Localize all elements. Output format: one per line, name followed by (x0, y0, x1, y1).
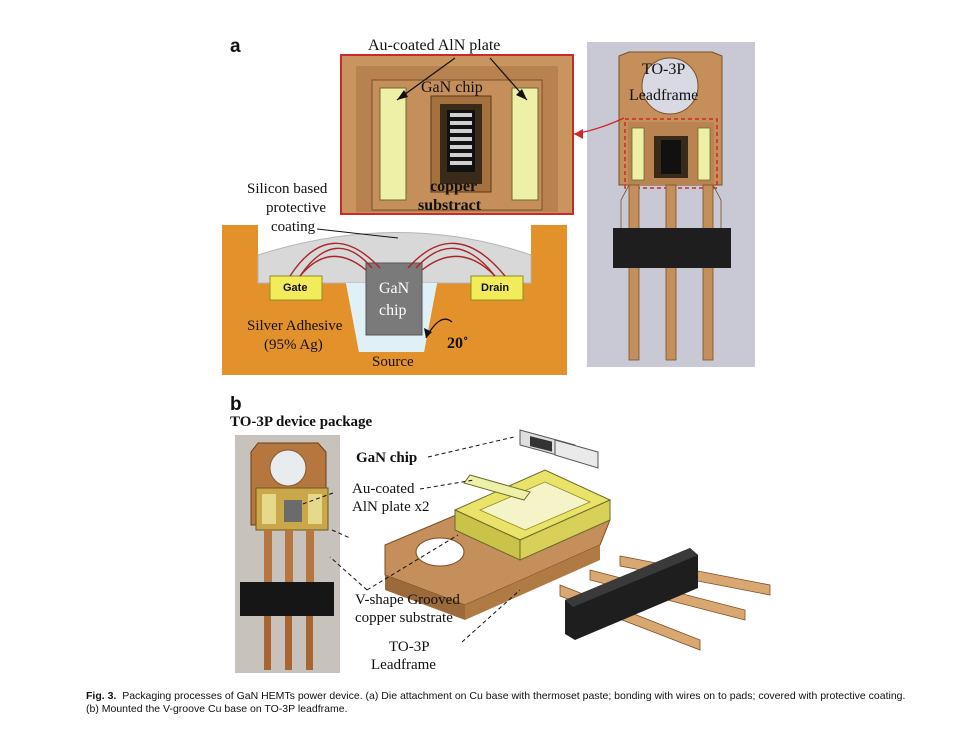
to3p-label-a-l2: Leadframe (629, 87, 699, 104)
gate-pad-label: Gate (283, 282, 308, 294)
panel-a-letter: a (230, 36, 241, 57)
to3p-label-a-l1: TO-3P (642, 61, 686, 78)
package-3d (384, 429, 771, 651)
device-photo (235, 435, 340, 673)
leadframe-a (573, 42, 755, 367)
zoom-inset (340, 54, 574, 215)
silver-adhesive-l1: Silver Adhesive (247, 318, 343, 334)
coating-label-l2: protective (266, 200, 326, 216)
vshape-label-l1: V-shape Grooved (355, 592, 460, 608)
panel-b-title: TO-3P device package (230, 414, 373, 430)
aln-plate-title: Au-coated AlN plate (368, 37, 501, 54)
gan-chip-l2: chip (379, 302, 407, 319)
aln-plate-b-l1: Au-coated (352, 481, 415, 497)
to3p-label-b-l1: TO-3P (389, 639, 430, 655)
drain-pad-label: Drain (481, 282, 510, 294)
aln-plate-b-l2: AlN plate x2 (352, 499, 430, 515)
leader-lines (299, 436, 521, 643)
source-label: Source (372, 354, 414, 370)
panel-b-letter: b (230, 394, 242, 415)
silver-adhesive-l2: (95% Ag) (264, 337, 323, 353)
gan-chip-top-label: GaN chip (421, 79, 483, 96)
caption-text: Packaging processes of GaN HEMTs power d… (86, 690, 906, 715)
gan-chip-l1: GaN (379, 280, 410, 297)
coating-label-l3: coating (271, 219, 316, 235)
copper-substrate-l2: substract (418, 197, 482, 214)
vshape-label-l2: copper substrate (355, 610, 453, 626)
cross-section (222, 225, 567, 375)
angle-label: 20˚ (447, 335, 469, 352)
gan-chip-b-label: GaN chip (356, 450, 418, 466)
coating-label-l1: Silicon based (247, 181, 328, 197)
figure-caption: Fig. 3. Packaging processes of GaN HEMTs… (86, 690, 916, 716)
caption-label: Fig. 3. (86, 690, 117, 702)
to3p-label-b-l2: Leadframe (371, 657, 436, 673)
copper-substrate-l1: copper (430, 178, 478, 195)
